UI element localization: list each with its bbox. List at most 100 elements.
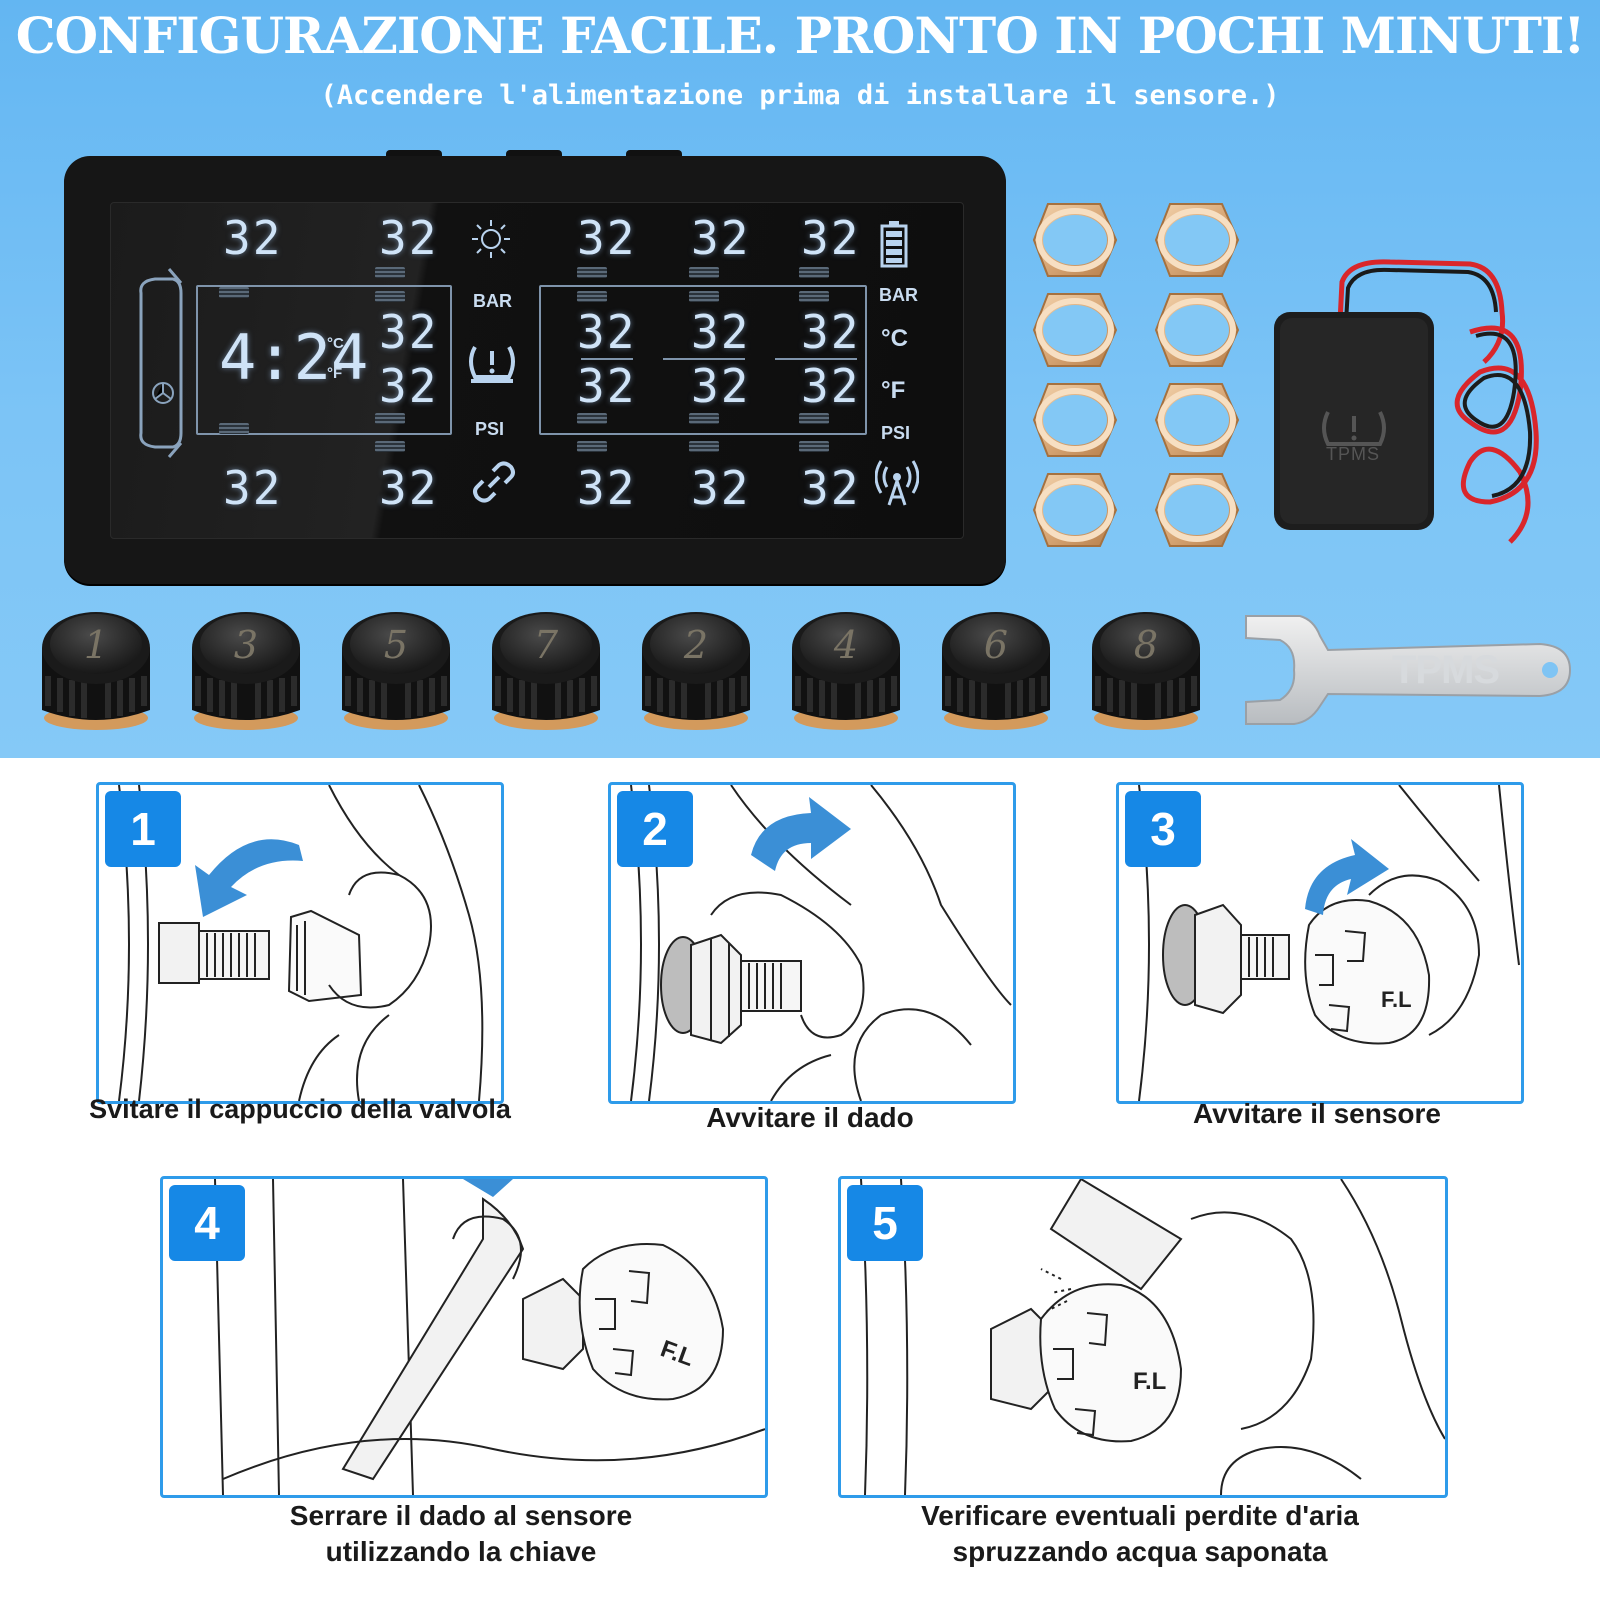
step-5-panel: F.L 5 [838, 1176, 1448, 1498]
monitor-button [386, 150, 442, 160]
tire-indicator [577, 413, 607, 424]
tire-indicator [799, 291, 829, 302]
tire-pressure-reading: 32 [691, 211, 751, 265]
step-number-badge: 5 [847, 1185, 923, 1261]
battery-icon [880, 221, 908, 268]
tire-indicator [799, 413, 829, 424]
tire-sensor-4: 4 [792, 612, 900, 730]
divider [663, 358, 745, 360]
tire-sensor-3: 3 [192, 612, 300, 730]
page-title: CONFIGURAZIONE FACILE. PRONTO IN POCHI M… [15, 6, 1586, 65]
step-4-caption-line-1: Serrare il dado al sensore [289, 1500, 633, 1531]
step-2-caption: Avvitare il dado [706, 1102, 914, 1133]
receiver-label: TPMS [1326, 444, 1381, 464]
tire-indicator [375, 267, 405, 278]
step-5-caption-line-2: spruzzando acqua saponata [952, 1536, 1328, 1567]
step-number-badge: 3 [1125, 791, 1201, 867]
step-number-badge: 4 [169, 1185, 245, 1261]
axle-frame [539, 285, 867, 435]
tire-pressure-reading: 32 [691, 461, 751, 515]
step-number-badge: 1 [105, 791, 181, 867]
sensor-marking: F.L [1381, 987, 1412, 1012]
tire-sensor-1: 1 [42, 612, 150, 730]
sensor-number: 5 [384, 623, 408, 667]
tire-pressure-reading: 32 [801, 305, 861, 359]
tire-sensor-7: 7 [492, 612, 600, 730]
tire-indicator [375, 441, 405, 452]
monitor-button [626, 150, 682, 160]
tire-pressure-reading: 32 [223, 461, 283, 515]
tire-pressure-reading: 32 [801, 211, 861, 265]
tire-indicator [799, 267, 829, 278]
tire-pressure-reading: 32 [577, 359, 637, 413]
sensor-number: 6 [984, 623, 1008, 667]
unit-fahrenheit: °F [881, 377, 906, 404]
tire-pressure-reading: 32 [379, 461, 439, 515]
tire-indicator [375, 291, 405, 302]
tire-pressure-reading: 32 [691, 359, 751, 413]
monitor-button [506, 150, 562, 160]
tire-pressure-reading: 32 [691, 305, 751, 359]
tire-indicator [577, 267, 607, 278]
step-1-panel: 1 [96, 782, 504, 1104]
unit-bar-label: BAR [879, 285, 918, 305]
wrench-icon [1245, 615, 1572, 725]
tire-indicator [375, 413, 405, 424]
step-5-caption-line-1: Verificare eventuali perdite d'aria [921, 1500, 1359, 1531]
step-number-badge: 2 [617, 791, 693, 867]
tire-indicator [219, 423, 249, 434]
lcd-screen: 32 32 32 32 32 32 32 32 32 32 32 32 32 3… [110, 202, 964, 539]
clock-display: 4:24 [219, 321, 369, 394]
tire-indicator [689, 413, 719, 424]
link-icon [473, 461, 515, 503]
sensor-number: 4 [833, 623, 858, 667]
sensor-marking: F.L [1133, 1368, 1166, 1395]
step-4-panel: F.L 4 [160, 1176, 768, 1498]
step-3-panel: F.L 3 [1116, 782, 1524, 1104]
brass-nut-set [1020, 198, 1260, 554]
tire-pressure-reading: 32 [801, 359, 861, 413]
tire-pressure-reading: 32 [379, 211, 439, 265]
tire-pressure-reading: 32 [223, 211, 283, 265]
unit-celsius: °C [881, 325, 908, 352]
unit-psi-label: PSI [475, 419, 505, 439]
step-1-caption: Svitare il cappuccio della valvola [89, 1094, 511, 1124]
step-4-caption-line-2: utilizzando la chiave [325, 1536, 597, 1567]
sensor-number: 2 [683, 623, 708, 667]
sensor-screwing-illustration: F.L [1138, 785, 1520, 1101]
step-2-panel: 2 [608, 782, 1016, 1104]
unit-fahrenheit: °F [327, 365, 343, 382]
unit-bar-label: BAR [473, 291, 512, 311]
truck-outline-icon [139, 268, 183, 458]
valve-cap-removal-illustration [118, 785, 484, 1101]
tire-indicator [799, 441, 829, 452]
tire-indicator [689, 267, 719, 278]
step-3-caption: Avvitare il sensore [1193, 1098, 1441, 1129]
tire-indicator [689, 291, 719, 302]
sun-icon [472, 220, 510, 258]
tire-sensor-2: 2 [642, 612, 750, 730]
sensor-number: 7 [534, 623, 559, 667]
tire-indicator [577, 441, 607, 452]
sensor-number: 3 [234, 623, 258, 667]
divider [775, 358, 857, 360]
nut-screwing-illustration [630, 785, 1012, 1101]
wrench-label: TPMS [1392, 648, 1500, 692]
tpms-receiver [1274, 259, 1539, 544]
tire-pressure-reading: 32 [577, 461, 637, 515]
tire-pressure-reading: 32 [379, 305, 439, 359]
sensor-number: 8 [1134, 623, 1158, 667]
unit-psi-label: PSI [881, 423, 911, 443]
tire-pressure-reading: 32 [801, 461, 861, 515]
tire-indicator [219, 287, 249, 298]
tire-sensor-5: 5 [342, 612, 450, 730]
tire-pressure-reading: 32 [379, 359, 439, 413]
divider [581, 358, 633, 360]
tire-indicator [689, 441, 719, 452]
signal-antenna-icon [875, 460, 919, 506]
tire-pressure-reading: 32 [577, 305, 637, 359]
tpms-warning-icon [469, 346, 515, 383]
axle-frame [196, 285, 452, 435]
wrench-tightening-illustration: F.L [214, 1179, 765, 1495]
unit-celsius: °C [327, 335, 344, 352]
